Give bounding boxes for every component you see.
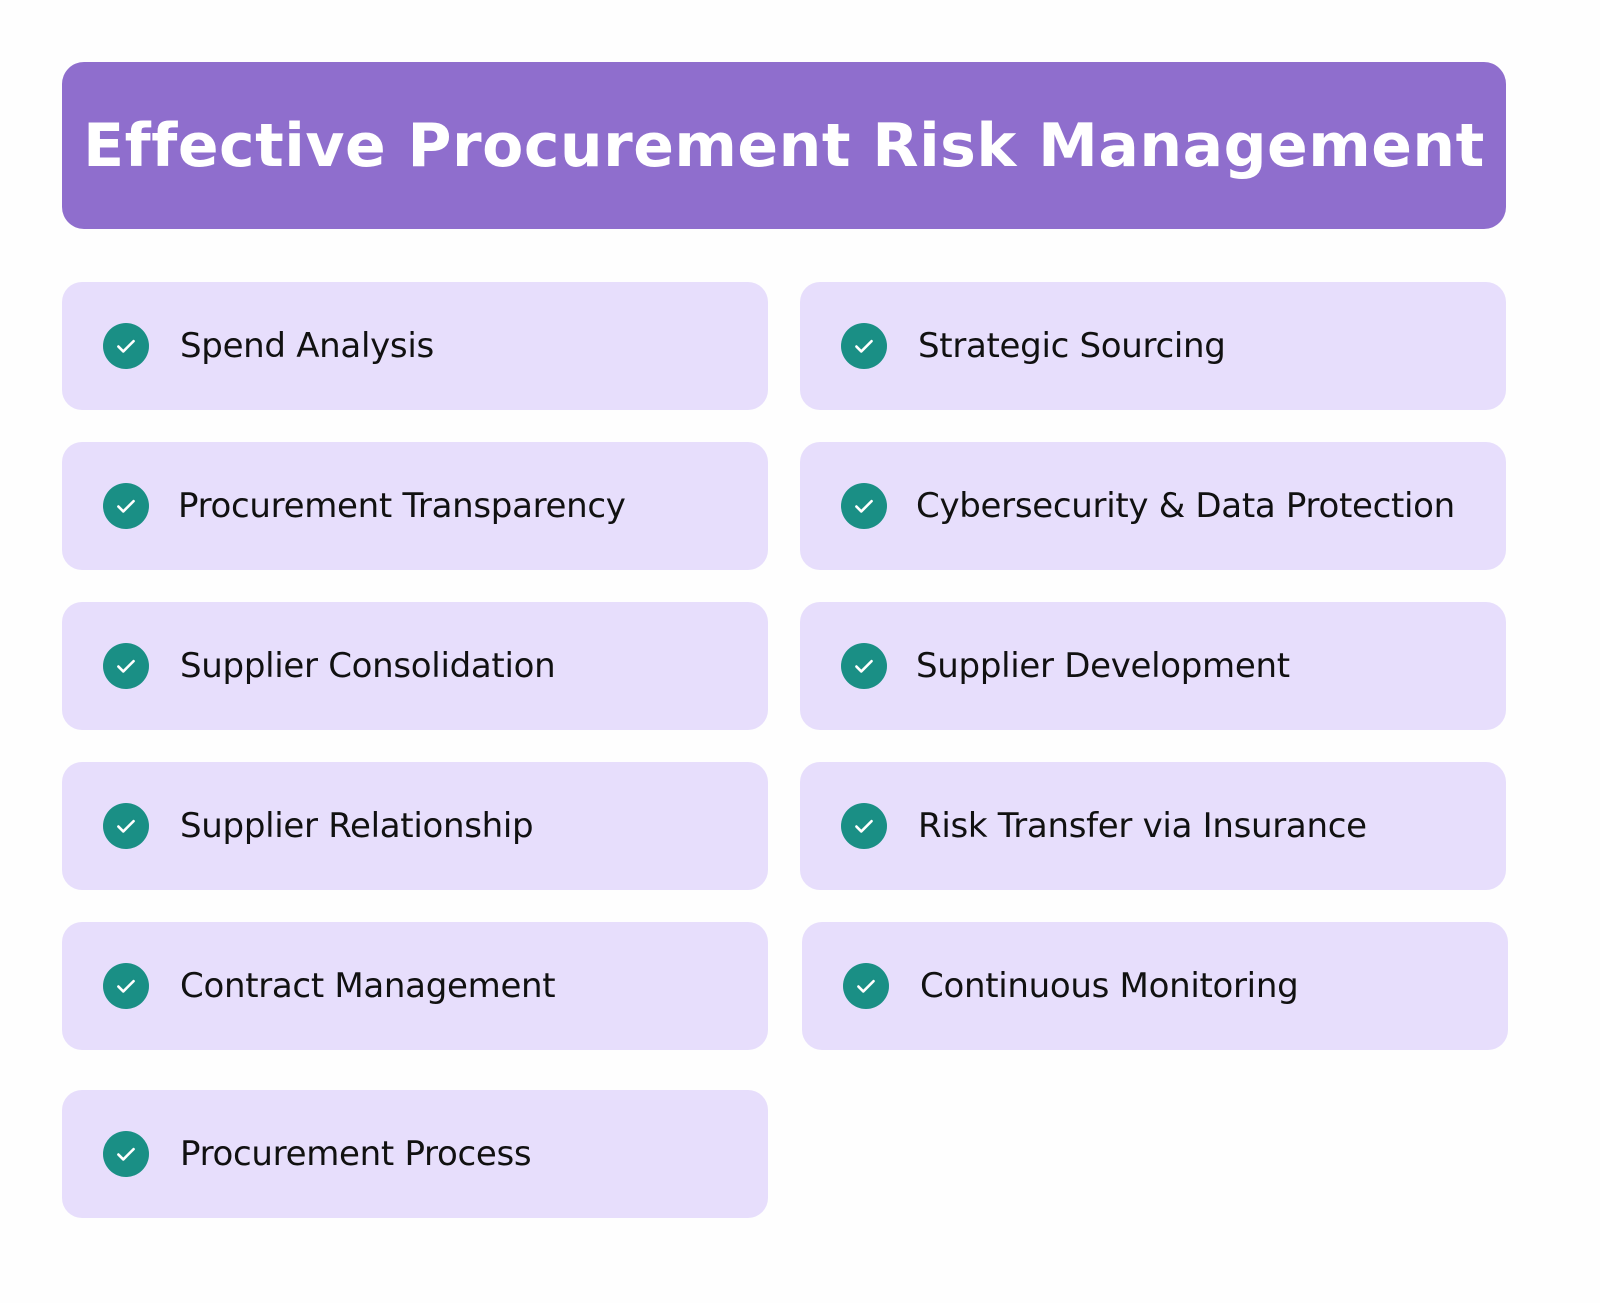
item-label: Procurement Process [180,1134,532,1174]
page-title: Effective Procurement Risk Management [83,110,1485,181]
item-label: Continuous Monitoring [920,966,1299,1006]
item-card-supplier-relationship: Supplier Relationship [62,762,768,890]
item-card-procurement-process: Procurement Process [62,1090,768,1218]
check-circle-icon [103,963,149,1009]
check-circle-icon [841,483,887,529]
item-card-contract-management: Contract Management [62,922,768,1050]
item-label: Contract Management [180,966,556,1006]
check-circle-icon [841,323,887,369]
item-card-spend-analysis: Spend Analysis [62,282,768,410]
item-label: Procurement Transparency [178,486,626,526]
item-label: Supplier Development [916,646,1290,686]
check-circle-icon [103,483,149,529]
item-card-procurement-transparency: Procurement Transparency [62,442,768,570]
item-card-supplier-consolidation: Supplier Consolidation [62,602,768,730]
check-circle-icon [103,1131,149,1177]
item-card-continuous-monitoring: Continuous Monitoring [802,922,1508,1050]
check-circle-icon [843,963,889,1009]
check-circle-icon [103,323,149,369]
title-banner: Effective Procurement Risk Management [62,62,1506,229]
item-label: Supplier Consolidation [180,646,556,686]
item-card-risk-transfer: Risk Transfer via Insurance [800,762,1506,890]
item-label: Spend Analysis [180,326,434,366]
item-card-strategic-sourcing: Strategic Sourcing [800,282,1506,410]
item-label: Strategic Sourcing [918,326,1226,366]
check-circle-icon [841,803,887,849]
item-card-cybersecurity: Cybersecurity & Data Protection [800,442,1506,570]
check-circle-icon [103,643,149,689]
item-label: Supplier Relationship [180,806,534,846]
check-circle-icon [841,643,887,689]
item-card-supplier-development: Supplier Development [800,602,1506,730]
item-label: Risk Transfer via Insurance [918,806,1367,846]
item-label: Cybersecurity & Data Protection [916,486,1455,526]
check-circle-icon [103,803,149,849]
